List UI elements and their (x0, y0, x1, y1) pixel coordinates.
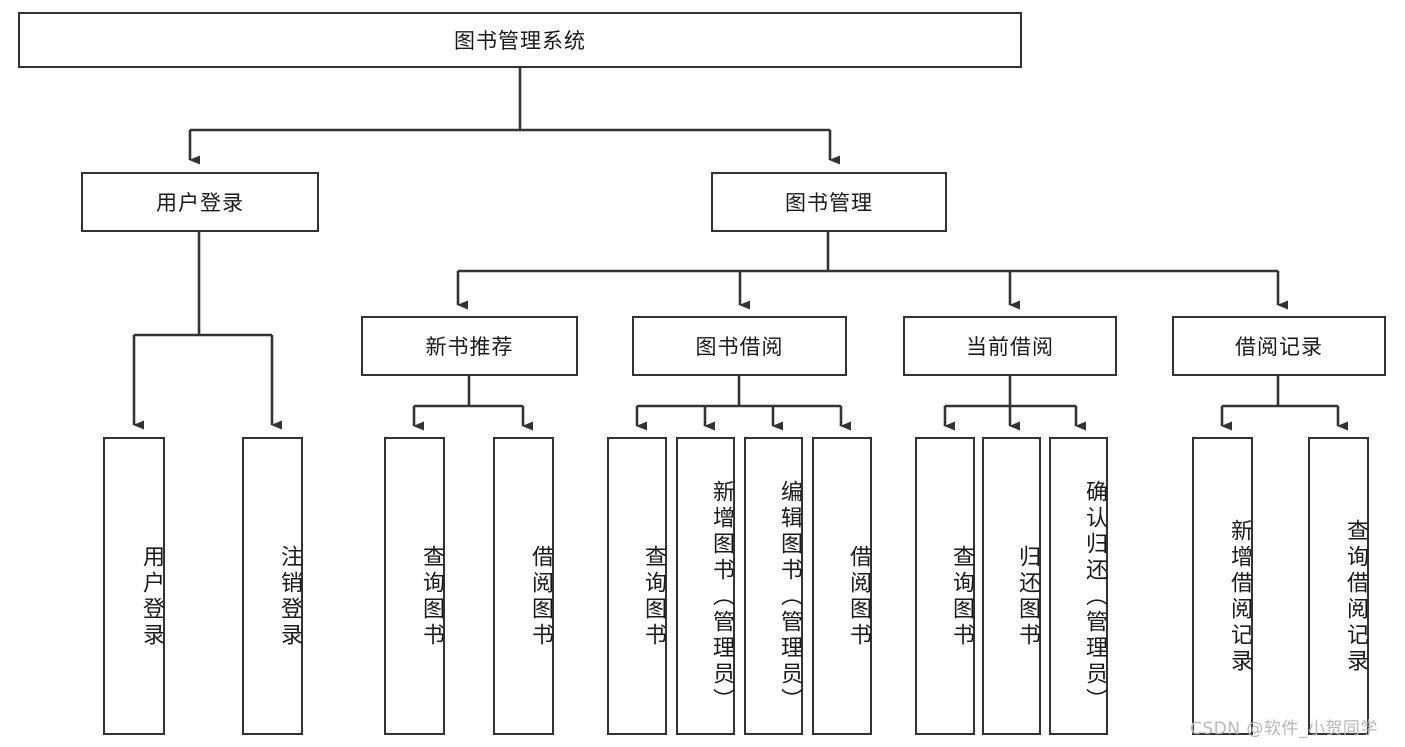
leaf-query-borrow-record[interactable]: 查询借阅记录 (1308, 437, 1369, 735)
leaf-query-book-current[interactable]: 查询图书 (915, 437, 975, 735)
leaf-query-book-borrow[interactable]: 查询图书 (607, 437, 667, 735)
leaf-query-book-recommend[interactable]: 查询图书 (384, 437, 445, 735)
leaf-add-borrow-record[interactable]: 新增借阅记录 (1192, 437, 1253, 735)
csdn-watermark: CSDN @软件_小贺同学 (1190, 719, 1378, 739)
leaf-borrow-book-recommend[interactable]: 借阅图书 (493, 437, 554, 735)
node-user-login[interactable]: 用户登录 (81, 172, 319, 232)
leaf-add-book-admin[interactable]: 新增图书（管理员） (676, 437, 735, 735)
leaf-edit-book-admin[interactable]: 编辑图书（管理员） (744, 437, 803, 735)
leaf-borrow-book-borrow[interactable]: 借阅图书 (812, 437, 872, 735)
node-new-book-recommend[interactable]: 新书推荐 (361, 316, 578, 376)
node-borrow-record[interactable]: 借阅记录 (1172, 316, 1386, 376)
leaf-user-login[interactable]: 用户登录 (103, 437, 165, 735)
node-book-borrow[interactable]: 图书借阅 (632, 316, 847, 376)
leaf-user-logout[interactable]: 注销登录 (242, 437, 303, 735)
node-root-system[interactable]: 图书管理系统 (18, 12, 1022, 68)
node-book-management[interactable]: 图书管理 (711, 172, 947, 232)
leaf-return-book[interactable]: 归还图书 (982, 437, 1041, 735)
leaf-confirm-return-admin[interactable]: 确认归还（管理员） (1049, 437, 1108, 735)
node-current-borrow[interactable]: 当前借阅 (903, 316, 1117, 376)
